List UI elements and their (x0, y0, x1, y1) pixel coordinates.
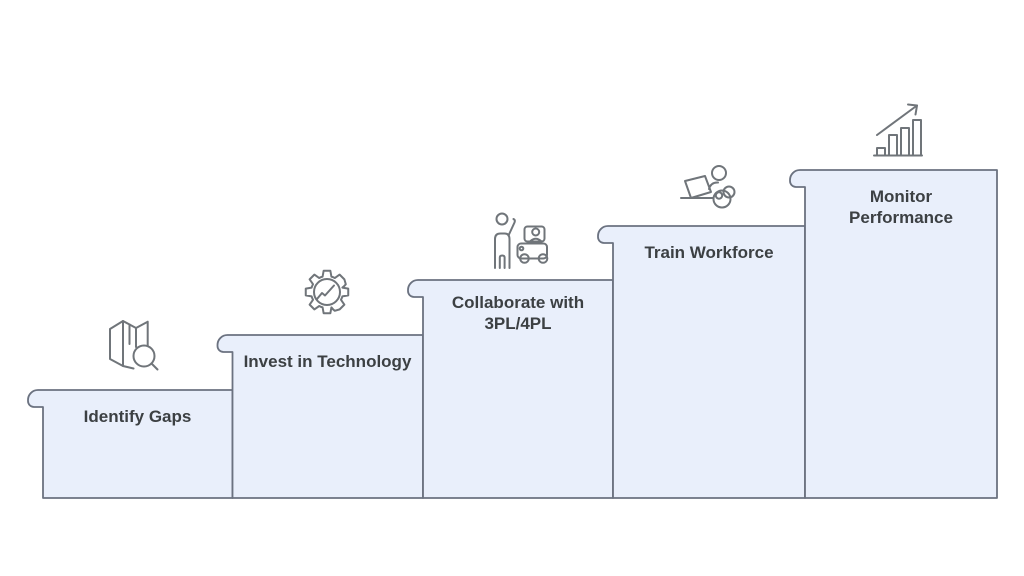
step-label-identify-gaps: Identify Gaps (83, 407, 192, 426)
map-search-icon (109, 320, 159, 371)
gear-analytics-icon (304, 269, 350, 315)
person-vehicle-icon (494, 212, 549, 269)
step-shape-collaborate (407, 279, 614, 499)
step-shape-invest-in-technology (216, 334, 424, 499)
step-label-collaborate: Collaborate with 3PL/4PL (451, 293, 585, 333)
step-shape-train-workforce (597, 225, 806, 499)
growth-bar-chart-icon (873, 103, 923, 157)
person-laptop-training-icon (680, 165, 736, 209)
step-label-monitor-performance: Monitor Performance (849, 187, 953, 227)
step-label-invest-in-technology: Invest in Technology (243, 352, 412, 371)
step-shape-monitor-performance (789, 169, 998, 499)
step-label-train-workforce: Train Workforce (644, 243, 774, 262)
step-shape-identify-gaps (27, 389, 234, 499)
